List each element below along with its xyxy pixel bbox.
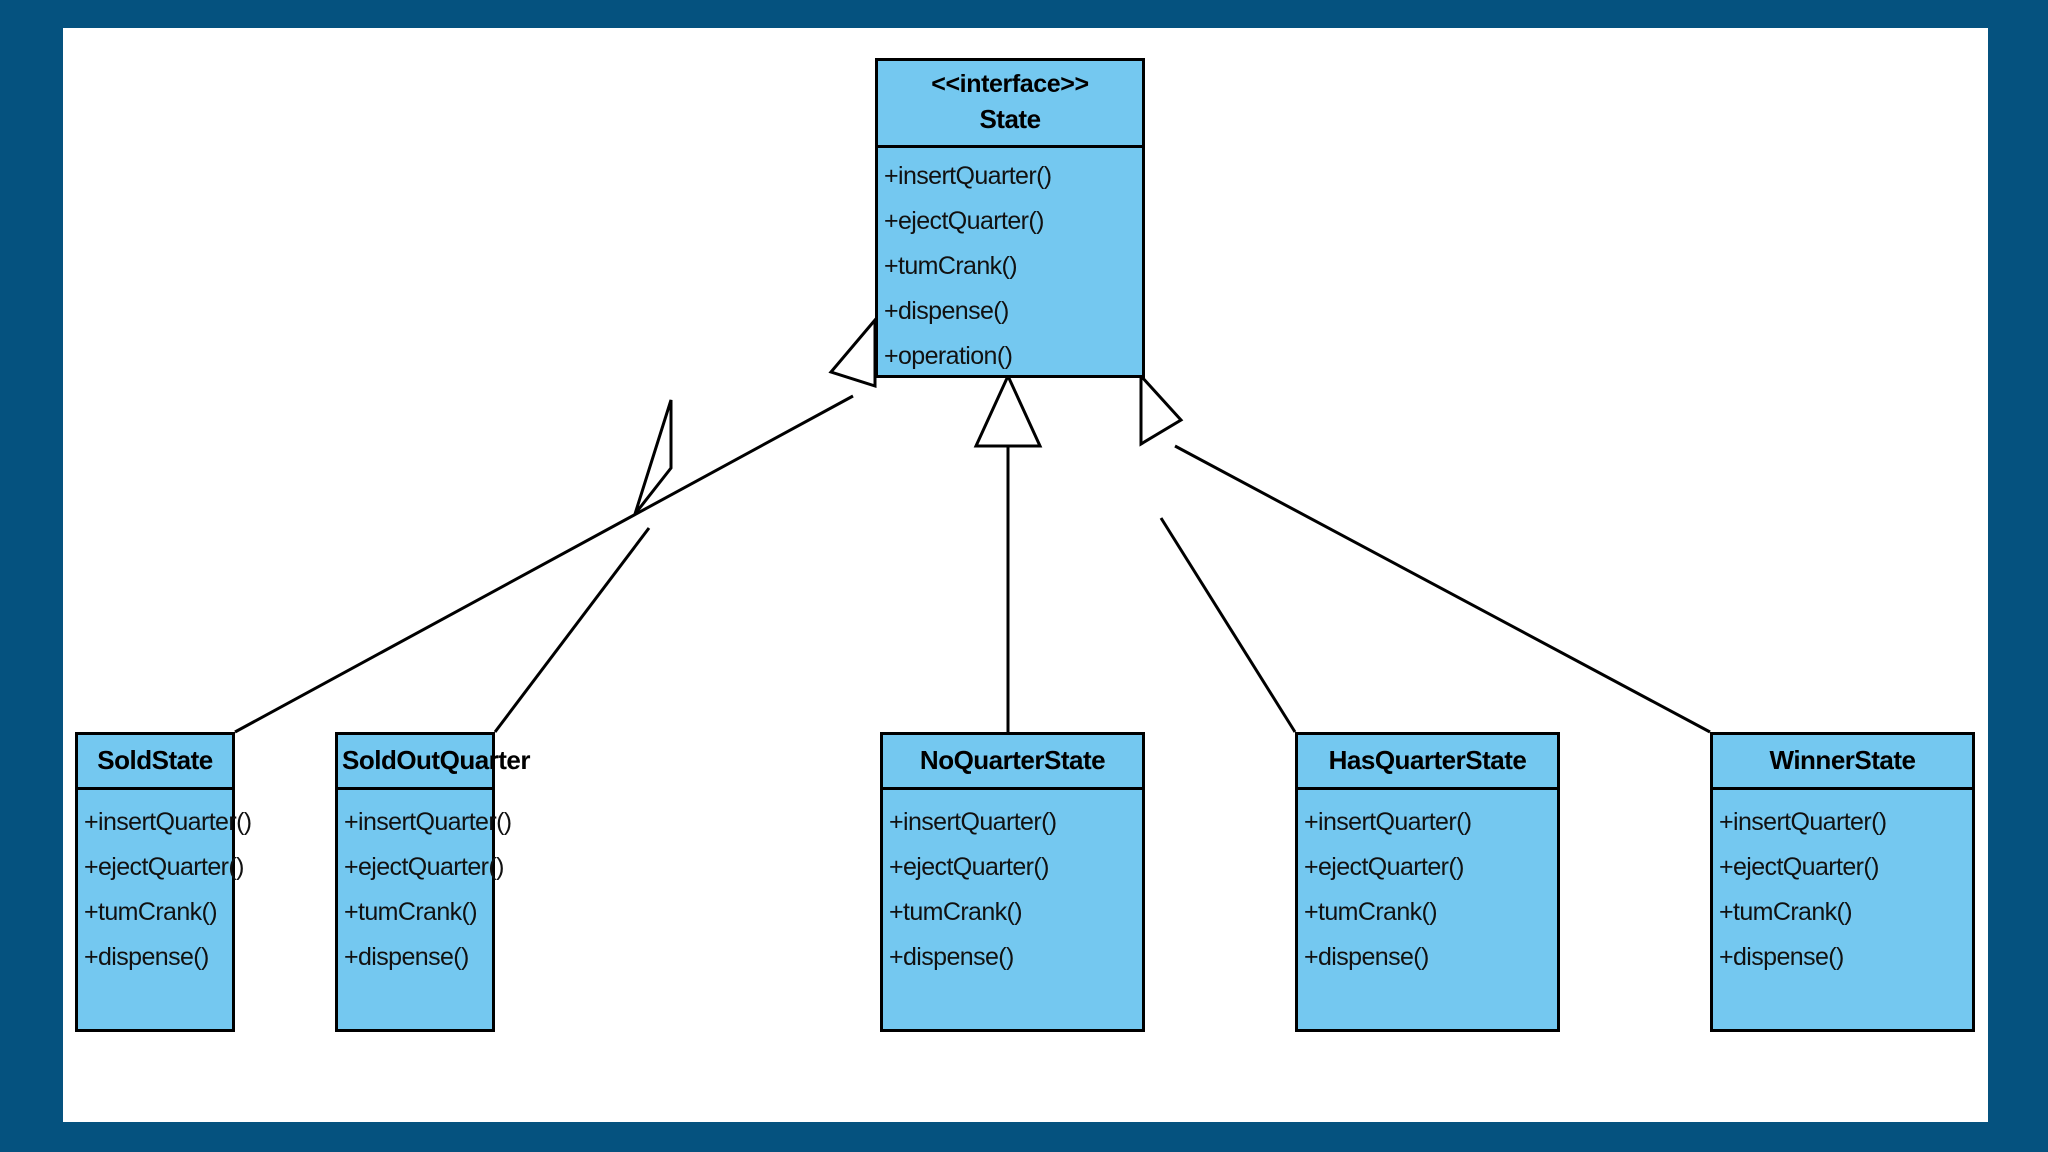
class-name-noquarterstate: NoQuarterState [919, 745, 1106, 775]
method-item: +insertQuarter() [1719, 808, 1887, 836]
class-name-soldoutquarter: SoldOutQuarter [342, 745, 531, 775]
realization-noquarterstate-to-state [973, 372, 1043, 732]
method-item: +tumCrank() [344, 898, 478, 926]
diagram-canvas: <<interface>> State +insertQuarter() +ej… [63, 28, 1988, 1122]
class-members-hasquarterstate: +insertQuarter() +ejectQuarter() +tumCra… [1298, 790, 1557, 988]
class-box-soldstate[interactable]: SoldState +insertQuarter() +ejectQuarter… [75, 732, 252, 1032]
realization-winnerstate-to-state [1174, 444, 1711, 734]
class-members-noquarterstate: +insertQuarter() +ejectQuarter() +tumCra… [883, 790, 1142, 988]
method-item: +dispense() [344, 943, 469, 971]
class-header-hasquarterstate: HasQuarterState [1298, 735, 1557, 790]
method-item: +ejectQuarter() [889, 853, 1049, 881]
method-item: +insertQuarter() [84, 808, 252, 836]
class-members-state: +insertQuarter() +ejectQuarter() +tumCra… [878, 148, 1142, 387]
method-item: +insertQuarter() [1304, 808, 1472, 836]
realization-soldoutquarter-to-state [493, 399, 673, 733]
method-item: +insertQuarter() [884, 162, 1052, 190]
method-item: +dispense() [1304, 943, 1429, 971]
method-item: +operation() [884, 342, 1013, 370]
class-header-state: <<interface>> State [878, 61, 1142, 148]
method-item: +dispense() [84, 943, 209, 971]
class-header-soldstate: SoldState [78, 735, 232, 790]
method-item: +insertQuarter() [889, 808, 1057, 836]
method-item: +tumCrank() [1719, 898, 1853, 926]
method-item: +ejectQuarter() [1304, 853, 1464, 881]
method-item: +dispense() [889, 943, 1014, 971]
realization-line-hasquarterstate [1159, 517, 1297, 733]
method-item: +tumCrank() [884, 252, 1018, 280]
inheritance-triangle-right-shared [1139, 372, 1184, 447]
class-header-winnerstate: WinnerState [1713, 735, 1972, 790]
realization-soldstate-to-state [234, 315, 877, 734]
realization-line-soldstate [234, 394, 854, 734]
inheritance-triangle-soldstate [828, 315, 877, 389]
class-name-state: State [979, 104, 1041, 134]
inheritance-triangle-soldoutquarter [633, 399, 673, 515]
connector-layer [234, 315, 1711, 734]
class-name-soldstate: SoldState [97, 745, 213, 775]
class-name-hasquarterstate: HasQuarterState [1328, 745, 1527, 775]
class-box-winnerstate[interactable]: WinnerState +insertQuarter() +ejectQuart… [1710, 732, 1975, 1032]
realization-line-winnerstate [1174, 444, 1711, 734]
class-box-noquarterstate[interactable]: NoQuarterState +insertQuarter() +ejectQu… [880, 732, 1145, 1032]
method-item: +insertQuarter() [344, 808, 512, 836]
class-name-winnerstate: WinnerState [1769, 745, 1916, 775]
class-header-noquarterstate: NoQuarterState [883, 735, 1142, 790]
class-header-soldoutquarter: SoldOutQuarter [338, 735, 531, 790]
realization-line-soldoutquarter [493, 527, 651, 733]
class-box-state[interactable]: <<interface>> State +insertQuarter() +ej… [875, 58, 1145, 378]
method-item: +dispense() [1719, 943, 1844, 971]
method-item: +tumCrank() [84, 898, 218, 926]
method-item: +dispense() [884, 297, 1009, 325]
class-members-soldoutquarter: +insertQuarter() +ejectQuarter() +tumCra… [338, 790, 512, 988]
realization-hasquarterstate-to-state [1159, 517, 1297, 733]
method-item: +tumCrank() [889, 898, 1023, 926]
method-item: +tumCrank() [1304, 898, 1438, 926]
class-box-hasquarterstate[interactable]: HasQuarterState +insertQuarter() +ejectQ… [1295, 732, 1560, 1032]
method-item: +ejectQuarter() [344, 853, 504, 881]
class-members-winnerstate: +insertQuarter() +ejectQuarter() +tumCra… [1713, 790, 1972, 988]
inheritance-triangle-noquarterstate [973, 372, 1043, 448]
class-stereotype-state: <<interface>> [931, 70, 1089, 98]
class-box-soldoutquarter[interactable]: SoldOutQuarter +insertQuarter() +ejectQu… [335, 732, 531, 1032]
method-item: +ejectQuarter() [884, 207, 1044, 235]
method-item: +ejectQuarter() [1719, 853, 1879, 881]
method-item: +ejectQuarter() [84, 853, 244, 881]
class-members-soldstate: +insertQuarter() +ejectQuarter() +tumCra… [78, 790, 252, 988]
